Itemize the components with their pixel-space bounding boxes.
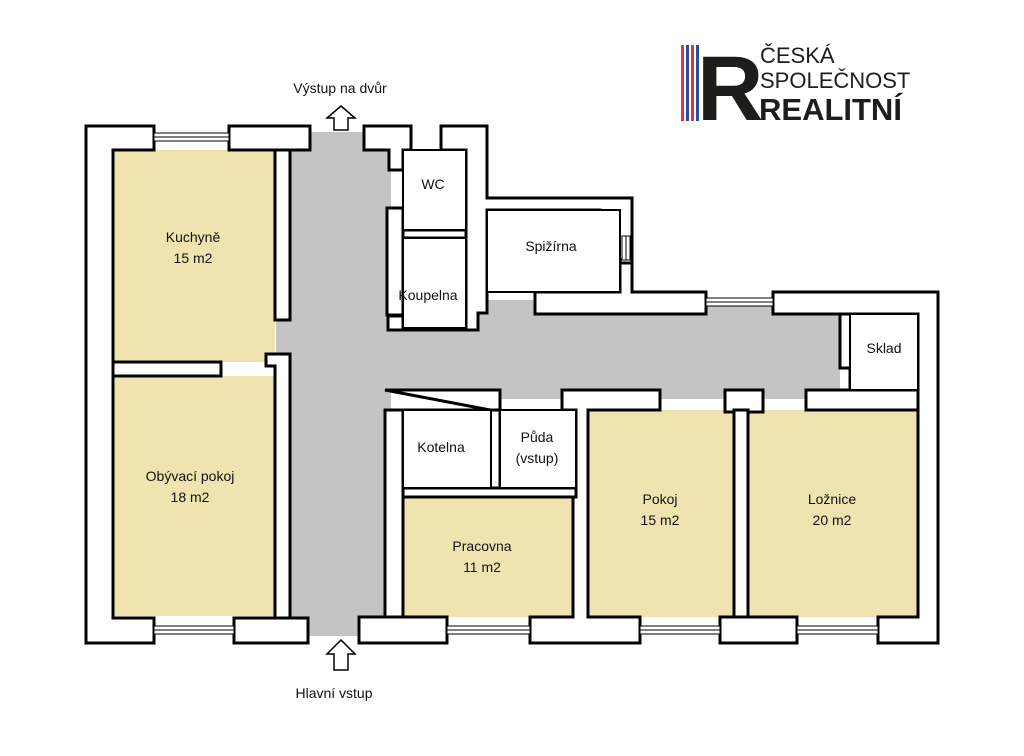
company-logo: R ČESKÁ SPOLEČNOST REALITNÍ bbox=[681, 38, 910, 140]
room-pokoj bbox=[588, 410, 734, 617]
room-bedroom bbox=[748, 410, 918, 617]
logo-line-2: SPOLEČNOST bbox=[760, 68, 910, 93]
entrance-bottom-label: Hlavní vstup bbox=[295, 685, 372, 701]
bedroom-area: 20 m2 bbox=[813, 512, 852, 528]
arrow-up-icon bbox=[324, 105, 358, 131]
windows bbox=[153, 132, 879, 635]
room-boiler bbox=[402, 409, 492, 489]
study-name: Pracovna bbox=[452, 538, 511, 554]
room-bathroom bbox=[402, 237, 467, 329]
attic-note: (vstup) bbox=[516, 450, 559, 466]
boiler-name: Kotelna bbox=[417, 439, 465, 455]
pokoj-area: 15 m2 bbox=[641, 512, 680, 528]
corridor bbox=[276, 132, 840, 636]
room-study bbox=[403, 497, 573, 617]
kitchen-name: Kuchyně bbox=[166, 229, 221, 245]
logo-line-1: ČESKÁ bbox=[760, 43, 835, 68]
living-name: Obývací pokoj bbox=[146, 468, 235, 484]
bathroom-name: Koupelna bbox=[398, 287, 457, 303]
room-pantry bbox=[486, 209, 621, 293]
wc-name: WC bbox=[421, 176, 444, 192]
study-area: 11 m2 bbox=[463, 559, 501, 575]
room-attic bbox=[499, 409, 577, 489]
arrow-up-icon bbox=[325, 638, 357, 671]
room-storage bbox=[849, 313, 919, 391]
room-kitchen bbox=[113, 150, 275, 362]
pantry-name: Spižírna bbox=[525, 238, 577, 254]
room-wc bbox=[402, 149, 467, 231]
logo-emblem-icon: R bbox=[681, 38, 763, 140]
logo-line-3: REALITNÍ bbox=[759, 92, 903, 127]
living-area: 18 m2 bbox=[171, 489, 210, 505]
logo-emblem-letter: R bbox=[697, 38, 763, 140]
bedroom-name: Ložnice bbox=[808, 491, 856, 507]
attic-name: Půda bbox=[521, 429, 554, 445]
entrance-top-label: Výstup na dvůr bbox=[293, 80, 387, 96]
storage-name: Sklad bbox=[866, 340, 901, 356]
kitchen-area: 15 m2 bbox=[174, 250, 213, 266]
pokoj-name: Pokoj bbox=[642, 491, 677, 507]
room-living bbox=[113, 376, 275, 616]
